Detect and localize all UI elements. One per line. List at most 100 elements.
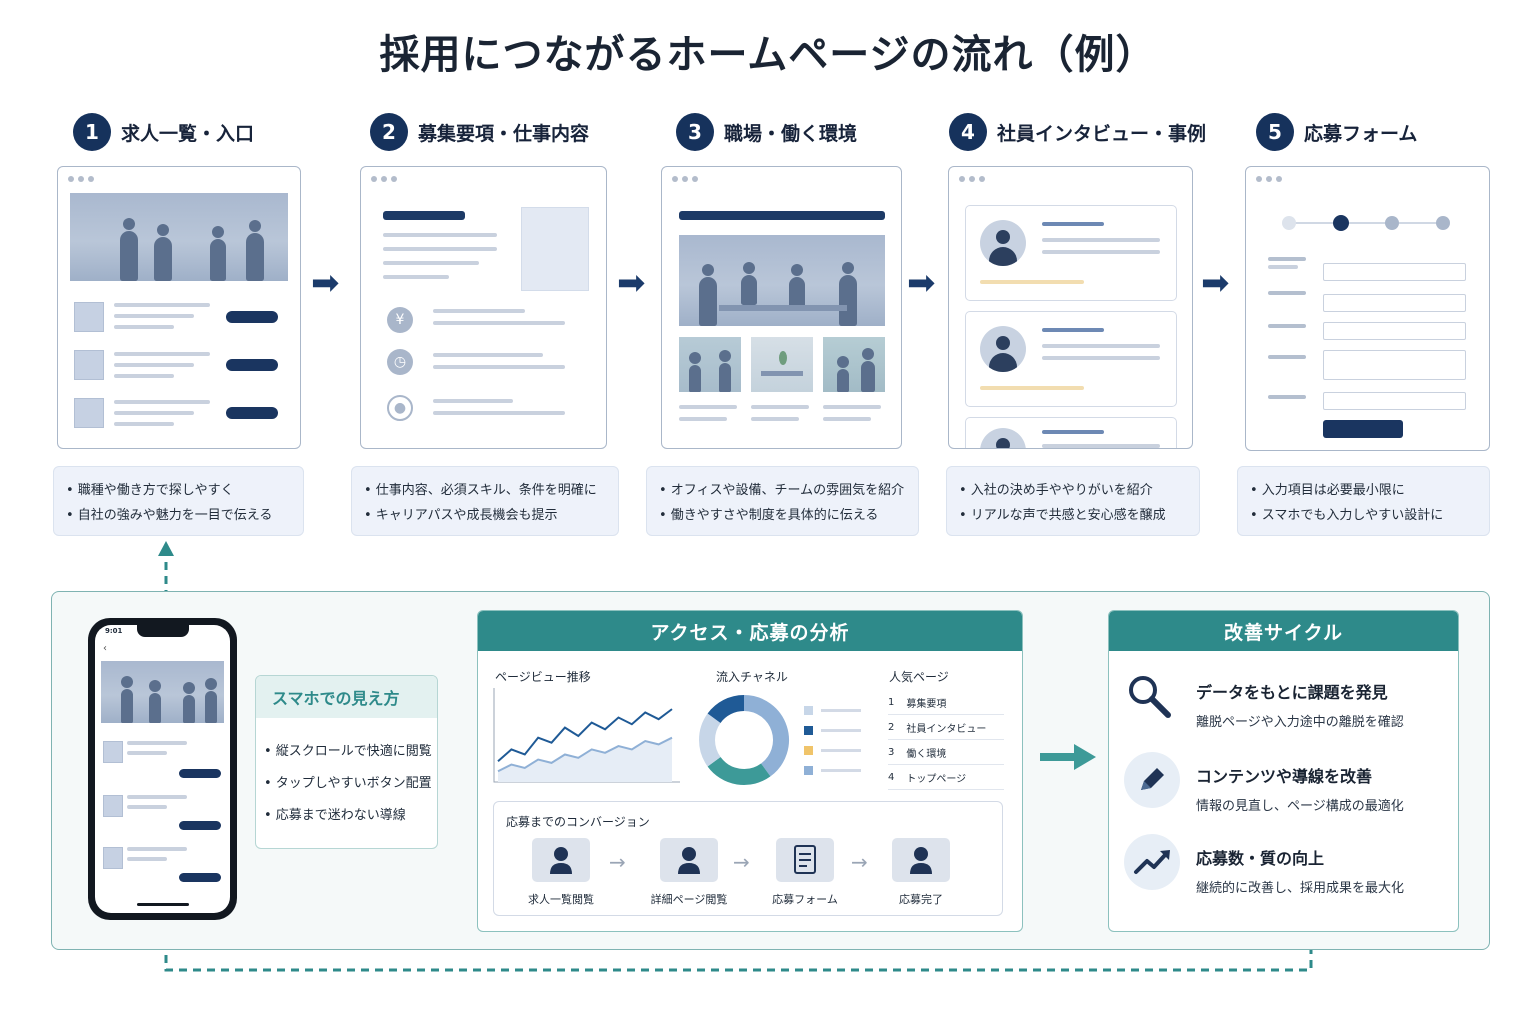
workplace-photo <box>751 337 813 392</box>
arrow-right-icon: ➡ <box>1201 263 1230 303</box>
legend-line <box>821 768 861 772</box>
step-label: 求人一覧・入口 <box>121 122 255 145</box>
improvement-item-1: データをもとに課題を発見 離脱ページや入力途中の離脱を確認 <box>1196 683 1404 730</box>
mobile-point: • 応募まで迷わない導線 <box>264 808 406 823</box>
phone-button[interactable] <box>179 873 221 882</box>
step-label: 職場・働く環境 <box>724 122 858 145</box>
user-icon <box>532 838 590 882</box>
form-input[interactable] <box>1323 392 1466 410</box>
legend-item <box>804 740 864 760</box>
interview-card[interactable] <box>965 417 1177 448</box>
donut-slice <box>707 756 771 785</box>
improvement-title: 改善サイクル <box>1109 611 1458 651</box>
window-dots <box>672 176 698 182</box>
job-button[interactable] <box>226 311 278 323</box>
chart-area <box>498 737 672 782</box>
avatar <box>980 428 1026 448</box>
conversion-step-label: 応募完了 <box>899 893 943 906</box>
window-dots <box>959 176 985 182</box>
legend-swatch <box>804 705 813 715</box>
conversion-step-label: 詳細ページ閲覧 <box>650 893 728 906</box>
pageview-label: ページビュー推移 <box>495 670 591 684</box>
arrow-right-icon: ➡ <box>617 263 646 303</box>
improvement-item-3: 応募数・質の向上 継続的に改善し、採用成果を最大化 <box>1196 849 1405 896</box>
back-chevron-icon[interactable]: ‹ <box>103 643 107 654</box>
form-textarea[interactable] <box>1323 350 1466 380</box>
step-3-header: 3 職場・働く環境 <box>676 113 857 151</box>
step-1-header: 1 求人一覧・入口 <box>73 113 254 151</box>
form-step-dot-active <box>1333 215 1349 231</box>
form-input[interactable] <box>1323 294 1466 312</box>
step-number: 1 <box>73 113 111 151</box>
arrow-right-icon: ➡ <box>311 263 340 303</box>
clock-icon: ◷ <box>387 349 413 375</box>
channel-legend <box>804 700 864 780</box>
step-2-notes: • 仕事内容、必須スキル、条件を明確に • キャリアパスや成長機会も提示 <box>351 466 619 536</box>
channel-donut-chart <box>699 695 789 785</box>
step-label: 募集要項・仕事内容 <box>418 122 590 145</box>
conversion-label: 応募までのコンバージョン <box>506 815 650 829</box>
step-number: 4 <box>949 113 987 151</box>
arrow-right-icon: → <box>851 850 868 874</box>
window-dots <box>371 176 397 182</box>
donut-slice <box>707 695 745 724</box>
search-icon <box>1124 671 1174 721</box>
avatar <box>980 326 1026 372</box>
phone-button[interactable] <box>179 769 221 778</box>
conversion-step-label: 求人一覧閲覧 <box>528 893 594 906</box>
legend-line <box>821 728 861 732</box>
popular-label: 人気ページ <box>889 670 949 684</box>
form-step-dot <box>1436 216 1450 230</box>
interview-card[interactable] <box>965 311 1177 407</box>
interview-card[interactable] <box>965 205 1177 301</box>
legend-line <box>821 748 861 752</box>
document-icon <box>776 838 834 882</box>
step-number: 3 <box>676 113 714 151</box>
conversion-step-label: 応募フォーム <box>772 893 838 906</box>
mockup-interviews <box>948 166 1193 449</box>
form-step-dot <box>1282 216 1296 230</box>
avatar <box>980 220 1026 266</box>
user-icon <box>660 838 718 882</box>
workplace-photo <box>823 337 885 392</box>
donut-slice <box>699 713 721 767</box>
job-button[interactable] <box>226 407 278 419</box>
mockup-application-form <box>1245 166 1490 451</box>
phone-button[interactable] <box>179 821 221 830</box>
improvement-item-2: コンテンツや導線を改善 情報の見直し、ページ構成の最適化 <box>1196 767 1404 814</box>
phone-hero-photo <box>101 661 224 723</box>
legend-item <box>804 760 864 780</box>
job-button[interactable] <box>226 359 278 371</box>
step-label: 社員インタビュー・事例 <box>997 122 1207 145</box>
office-photo <box>70 193 288 281</box>
window-dots <box>68 176 94 182</box>
step-2-header: 2 募集要項・仕事内容 <box>370 113 589 151</box>
legend-swatch <box>804 745 813 755</box>
legend-item <box>804 700 864 720</box>
smartphone-mockup: 9:01 ‹ <box>88 618 237 920</box>
step-5-notes: • 入力項目は必要最小限に • スマホでも入力しやすい設計に <box>1237 466 1490 536</box>
submit-button[interactable] <box>1323 420 1403 438</box>
form-input[interactable] <box>1323 263 1466 281</box>
arrow-right-icon: → <box>609 850 626 874</box>
step-label: 応募フォーム <box>1304 122 1418 145</box>
user-icon <box>892 838 950 882</box>
window-dots <box>1256 176 1282 182</box>
form-input[interactable] <box>1323 322 1466 340</box>
step-1-notes: • 職種や働き方で探しやすく • 自社の強みや魅力を一目で伝える <box>53 466 304 536</box>
legend-swatch <box>804 765 813 775</box>
mobile-view-box: スマホでの見え方 • 縦スクロールで快適に閲覧 • タップしやすいボタン配置 •… <box>255 675 438 849</box>
legend-item <box>804 720 864 740</box>
form-step-dot <box>1385 216 1399 230</box>
pageview-line-chart <box>493 688 680 783</box>
mockup-workplace <box>661 166 902 449</box>
arrow-right-icon: ➡ <box>907 263 936 303</box>
workplace-photo <box>679 337 741 392</box>
chart-series-line <box>497 708 673 762</box>
step-3-notes: • オフィスや設備、チームの雰囲気を紹介 • 働きやすさや制度を具体的に伝える <box>646 466 919 536</box>
